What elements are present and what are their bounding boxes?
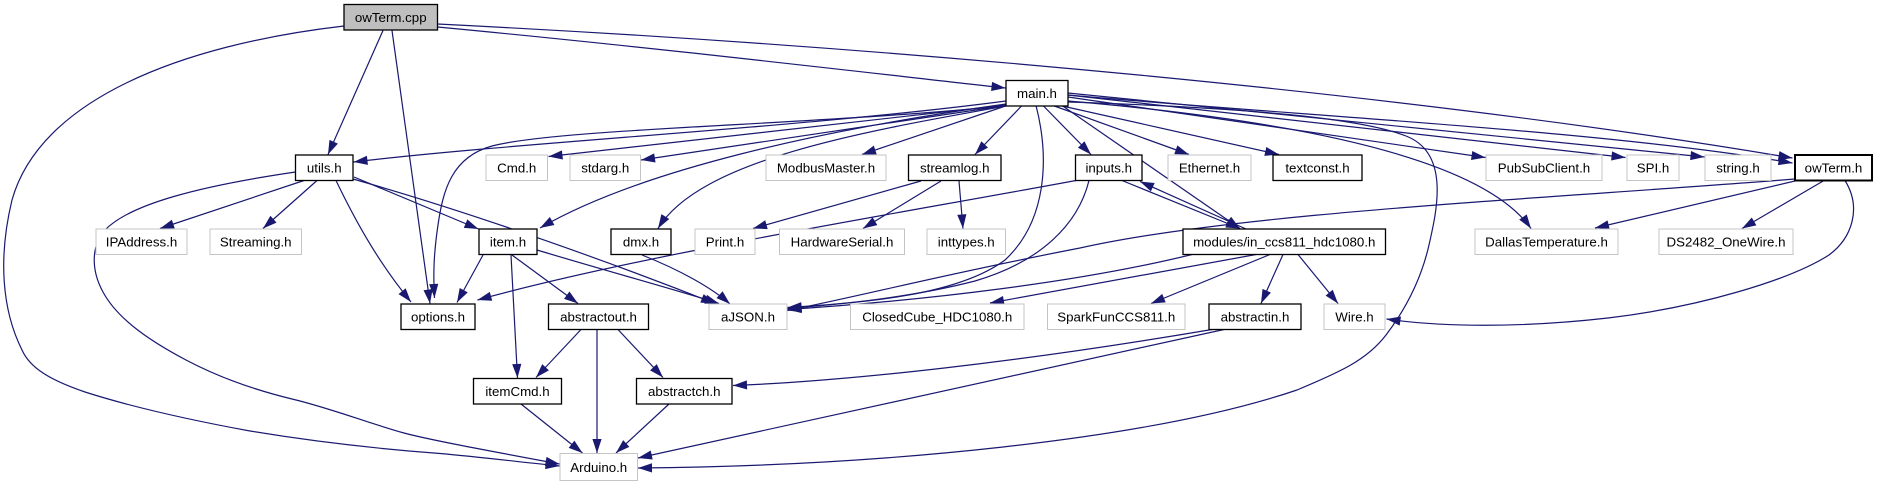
svg-text:abstractch.h: abstractch.h [648, 384, 720, 399]
svg-text:modules/in_ccs811_hdc1080.h: modules/in_ccs811_hdc1080.h [1193, 235, 1375, 250]
svg-text:Print.h: Print.h [706, 235, 744, 250]
svg-text:Streaming.h: Streaming.h [220, 235, 292, 250]
svg-text:abstractin.h: abstractin.h [1221, 310, 1290, 325]
svg-text:SPI.h: SPI.h [1637, 161, 1670, 176]
svg-text:options.h: options.h [411, 310, 465, 325]
svg-text:Cmd.h: Cmd.h [497, 161, 536, 176]
svg-text:string.h: string.h [1716, 161, 1760, 176]
svg-text:HardwareSerial.h: HardwareSerial.h [791, 235, 894, 250]
svg-text:IPAddress.h: IPAddress.h [106, 235, 177, 250]
svg-text:dmx.h: dmx.h [623, 235, 659, 250]
svg-text:DallasTemperature.h: DallasTemperature.h [1485, 235, 1608, 250]
svg-text:inttypes.h: inttypes.h [938, 235, 995, 250]
svg-text:Ethernet.h: Ethernet.h [1179, 161, 1240, 176]
svg-text:Arduino.h: Arduino.h [570, 460, 627, 475]
svg-text:aJSON.h: aJSON.h [721, 310, 775, 325]
svg-text:Wire.h: Wire.h [1335, 310, 1373, 325]
svg-text:inputs.h: inputs.h [1085, 161, 1132, 176]
svg-text:item.h: item.h [490, 235, 526, 250]
svg-text:textconst.h: textconst.h [1285, 161, 1349, 176]
svg-text:SparkFunCCS811.h: SparkFunCCS811.h [1057, 310, 1175, 325]
svg-text:owTerm.cpp: owTerm.cpp [355, 10, 427, 25]
svg-text:ClosedCube_HDC1080.h: ClosedCube_HDC1080.h [862, 310, 1012, 325]
svg-text:stdarg.h: stdarg.h [581, 161, 629, 176]
svg-text:utils.h: utils.h [307, 161, 342, 176]
svg-text:main.h: main.h [1017, 86, 1057, 101]
svg-text:ModbusMaster.h: ModbusMaster.h [777, 161, 875, 176]
svg-text:abstractout.h: abstractout.h [560, 310, 637, 325]
svg-text:streamlog.h: streamlog.h [920, 161, 989, 176]
svg-text:DS2482_OneWire.h: DS2482_OneWire.h [1667, 235, 1786, 250]
svg-text:PubSubClient.h: PubSubClient.h [1498, 161, 1590, 176]
svg-text:itemCmd.h: itemCmd.h [485, 384, 549, 399]
svg-text:owTerm.h: owTerm.h [1805, 161, 1863, 176]
